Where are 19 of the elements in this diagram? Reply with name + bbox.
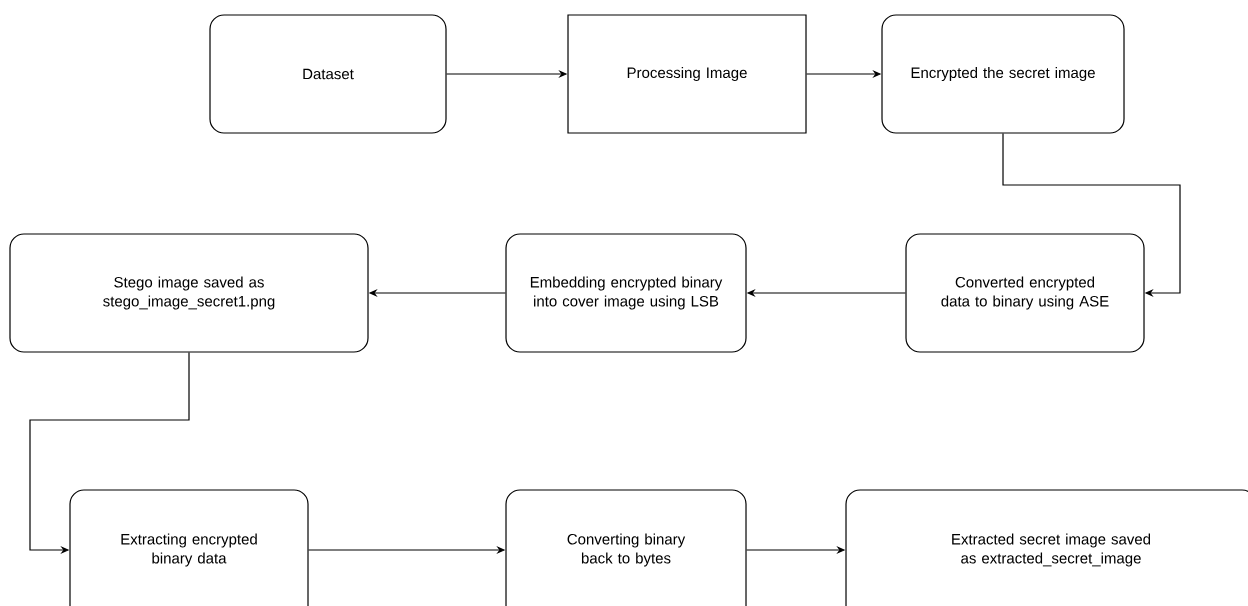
rounded-box [69, 489, 309, 606]
rounded-box [505, 489, 747, 606]
arrow [1002, 133, 1181, 298]
rounded-box [505, 233, 747, 353]
rounded-box [9, 233, 369, 353]
box-label: Embedding encrypted binary into cover image using LSB [530, 276, 723, 310]
rounded-box [209, 14, 447, 134]
box-label: Encrypted the secret image [911, 67, 1095, 81]
rounded-box [905, 233, 1145, 353]
box-label: Extracting encrypted binary data [121, 533, 257, 567]
rounded-box [881, 14, 1125, 134]
box-label: Processing Image [627, 67, 747, 81]
rounded-box [845, 489, 1248, 606]
box-label: Dataset [303, 68, 354, 80]
box-label: Converted encrypted data to binary using ASE [941, 276, 1109, 310]
process-box [567, 14, 807, 134]
box-label: Converting binary back to bytes [567, 533, 686, 567]
box-label: Stego image saved as stego_image_secret1.png [103, 276, 275, 310]
box-label: Extracted secret image saved as extracted_secret_image [952, 533, 1151, 567]
